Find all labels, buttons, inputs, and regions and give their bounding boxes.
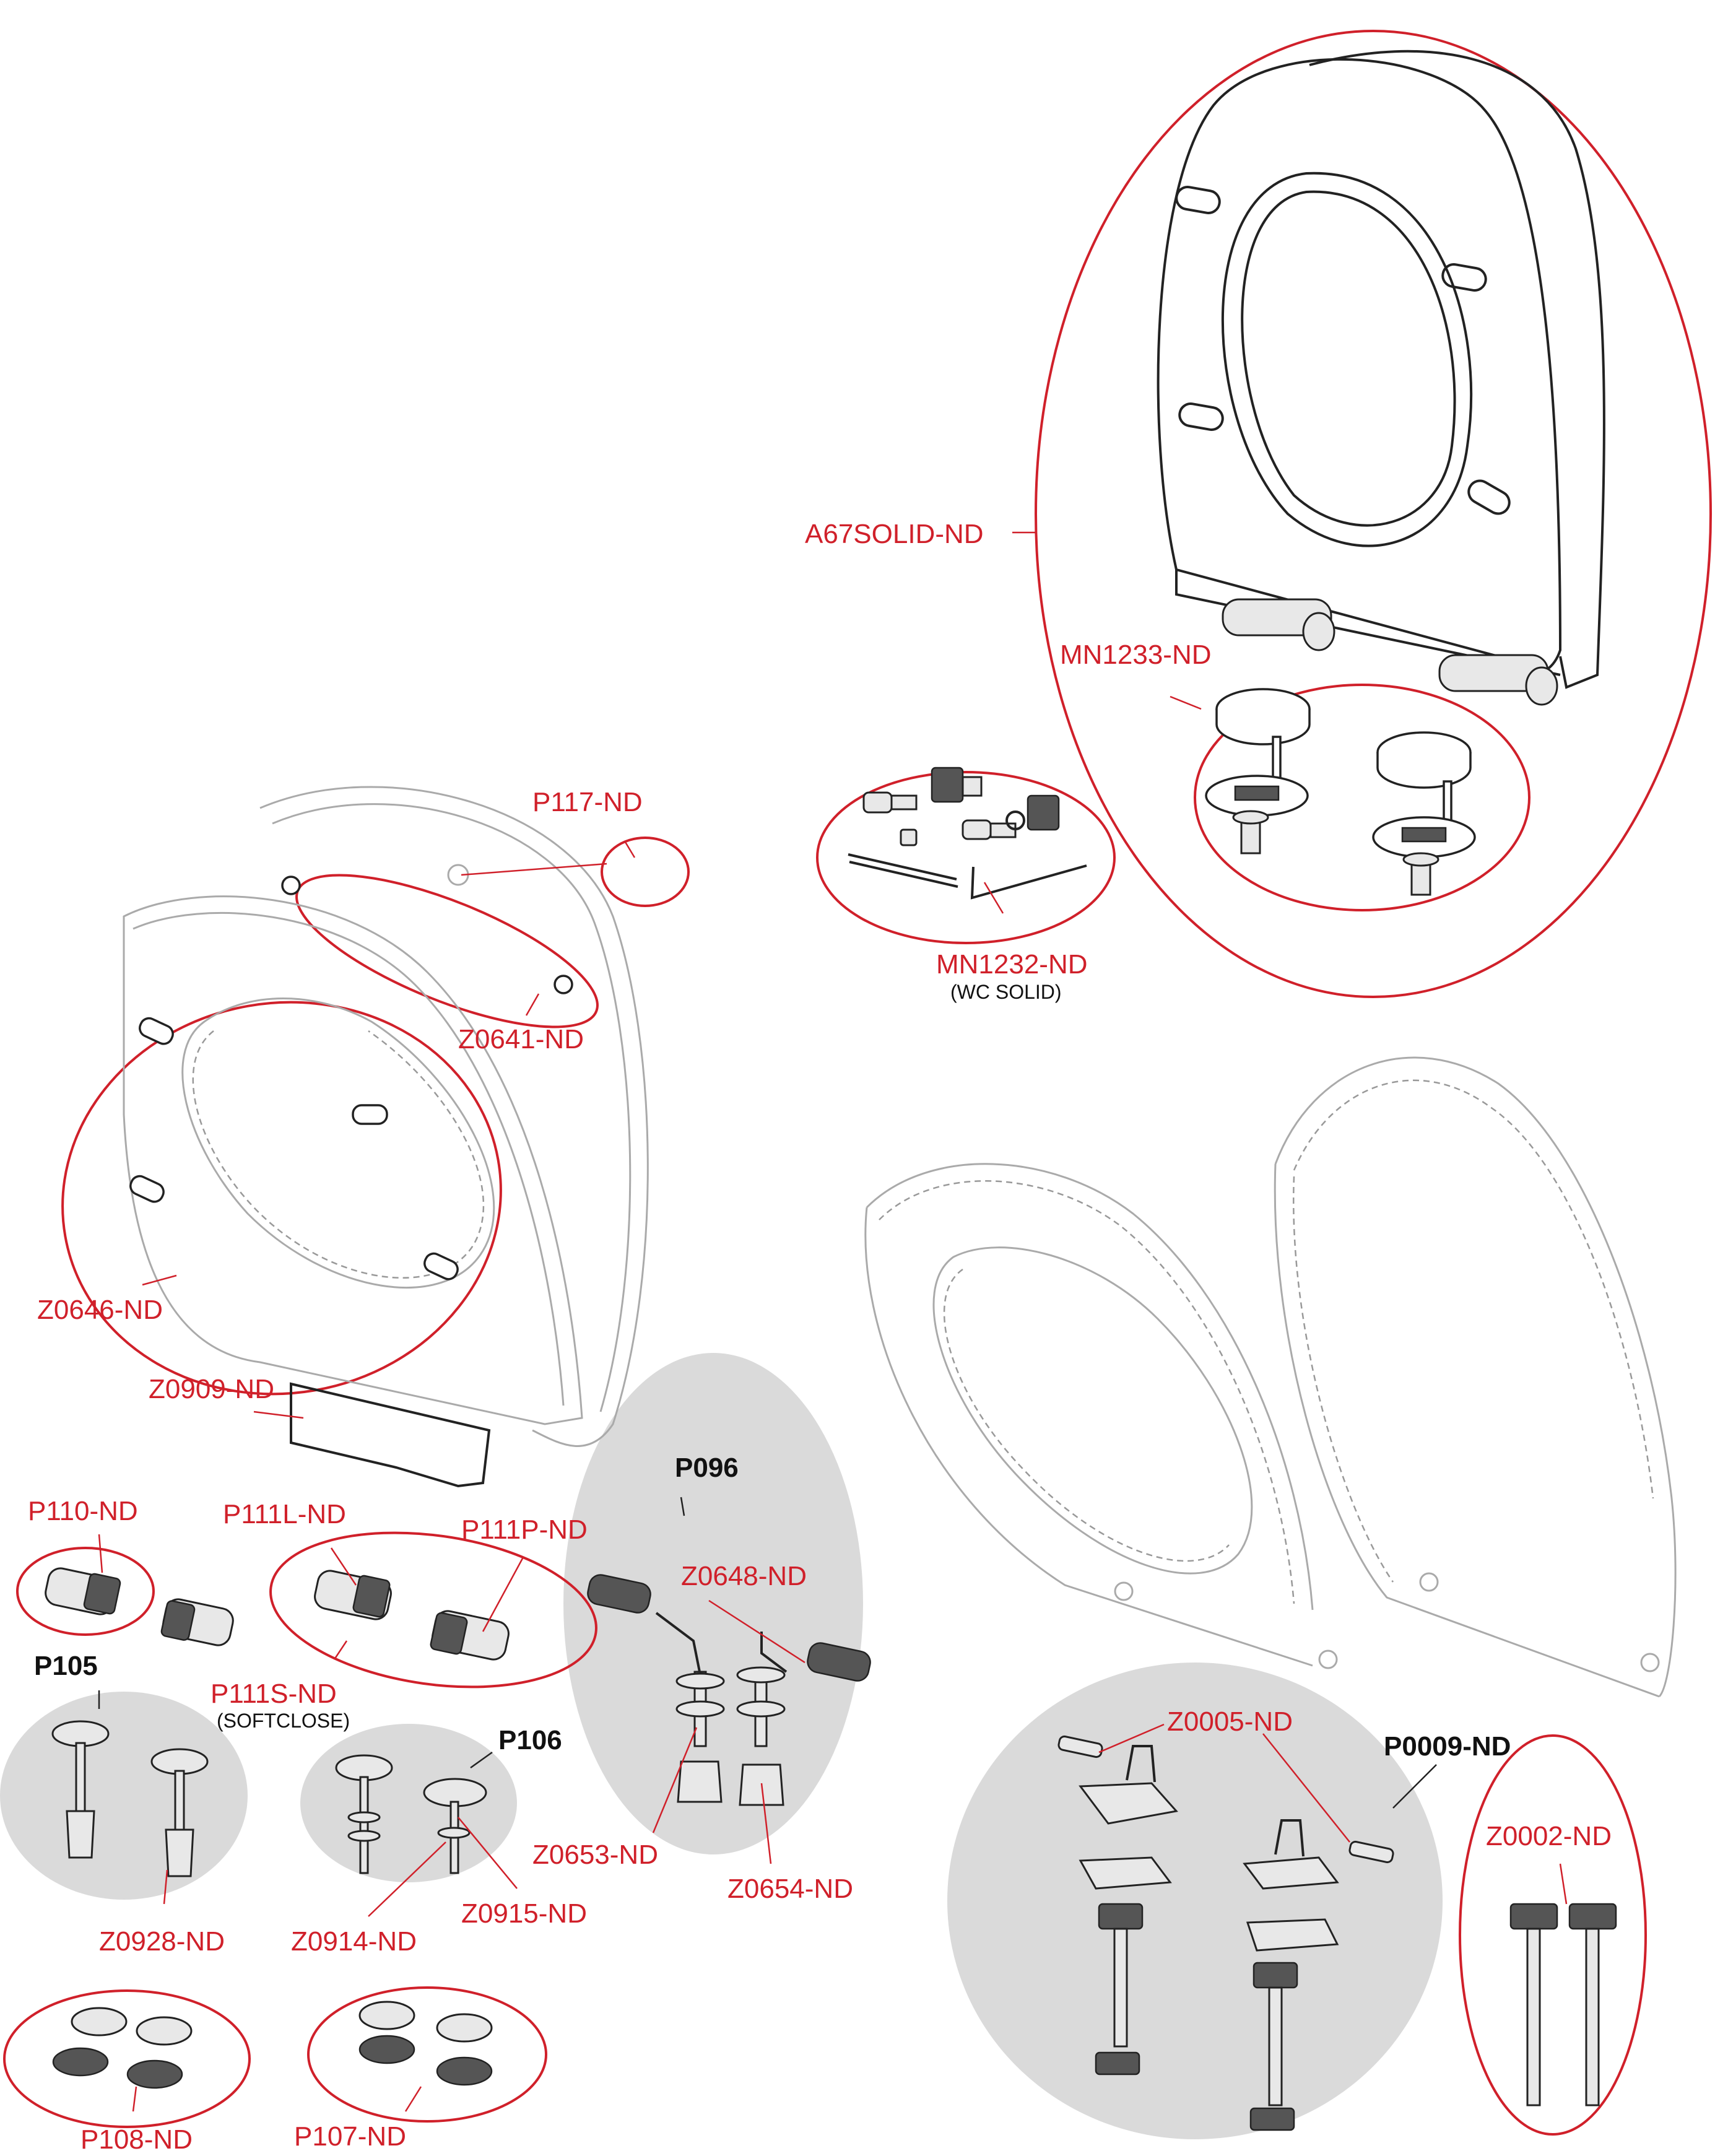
label-p105: P105 [34, 1651, 98, 1681]
z0002-callout [1459, 1734, 1647, 2136]
label-z0641: Z0641-ND [458, 1024, 584, 1054]
rosettes-p108 [52, 2007, 193, 2089]
z0002-bolts [1509, 1903, 1617, 2106]
p107-callout [307, 1986, 547, 2123]
label-p096: P096 [675, 1453, 739, 1483]
z0909-cover-icon [290, 1382, 491, 1488]
label-p111p: P111P-ND [461, 1515, 588, 1545]
mn1233-hinge-parts [1205, 688, 1476, 896]
label-p0009: P0009-ND [1384, 1731, 1511, 1762]
label-mn1232: MN1232-ND [936, 949, 1088, 980]
p117-callout [601, 837, 690, 907]
note-mn1232: (WC SOLID) [950, 981, 1062, 1003]
label-p111s: P111S-ND [211, 1679, 337, 1709]
label-p106: P106 [498, 1725, 562, 1755]
label-p107: P107-ND [294, 2121, 406, 2152]
p106-parts [335, 1754, 487, 1874]
p106-group-bg [300, 1724, 517, 1882]
a67solid-callout [1035, 30, 1712, 998]
p105-parts [51, 1720, 209, 1877]
mn1233-callout [1194, 684, 1530, 911]
note-p111s: (SOFTCLOSE) [217, 1710, 350, 1732]
label-p110: P110-ND [28, 1496, 138, 1526]
label-z0002: Z0002-ND [1486, 1821, 1612, 1851]
label-z0653: Z0653-ND [532, 1840, 658, 1870]
p111-callout [269, 1531, 597, 1689]
label-z0654: Z0654-ND [727, 1874, 853, 1904]
rosettes-p107 [358, 2001, 493, 2086]
toilet-seat-dashed-drawing [864, 1056, 1677, 1698]
toilet-seat-duroplast-drawing [123, 786, 649, 1447]
label-a67solid: A67SOLID-ND [805, 519, 984, 549]
label-z0648: Z0648-ND [681, 1561, 807, 1591]
p110-callout [16, 1547, 155, 1636]
p105-group-bg [0, 1692, 248, 1900]
label-z0005: Z0005-ND [1167, 1706, 1293, 1737]
label-z0928: Z0928-ND [99, 1926, 225, 1957]
p096-parts [587, 1574, 871, 1806]
label-z0915: Z0915-ND [461, 1898, 587, 1929]
p0009-group-bg [947, 1663, 1443, 2139]
label-p117: P117-ND [532, 787, 643, 817]
label-z0646: Z0646-ND [37, 1295, 163, 1325]
p108-callout [3, 1989, 251, 2128]
p0009-parts [1057, 1735, 1394, 2131]
leader-lines [98, 531, 1568, 2112]
label-p108: P108-ND [80, 2124, 193, 2155]
hinge-capsules [45, 1567, 510, 1661]
label-z0909: Z0909-ND [149, 1374, 274, 1404]
mn1232-kit [848, 767, 1087, 900]
label-mn1233: MN1233-ND [1060, 640, 1212, 670]
mn1232-callout [816, 771, 1116, 944]
label-p111l: P111L-ND [223, 1499, 346, 1529]
toilet-seat-solid-drawing [1157, 50, 1605, 706]
label-z0914: Z0914-ND [291, 1926, 417, 1957]
